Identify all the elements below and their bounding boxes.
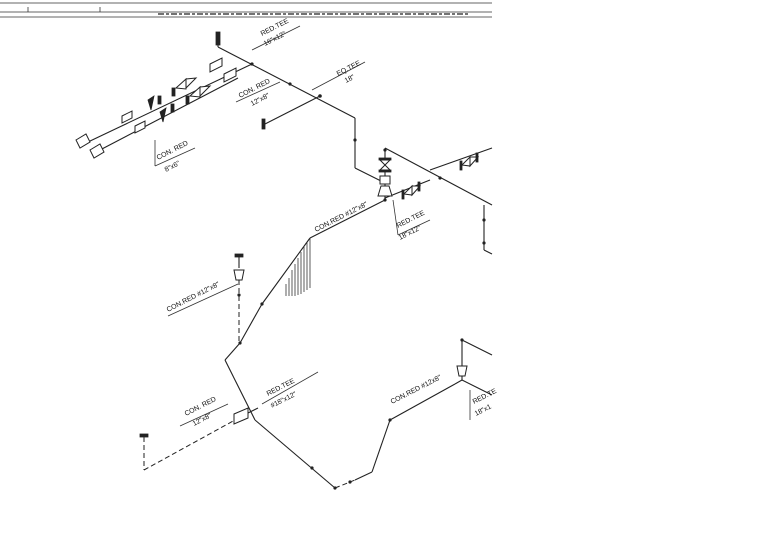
end-cap [261, 118, 266, 130]
hatched-support [285, 238, 311, 296]
vertical-drop: CON.RED #12"x8" [166, 253, 245, 343]
label-text: 18" [344, 74, 357, 85]
concentric-reducer [233, 407, 249, 425]
flange [185, 95, 190, 105]
flange [475, 152, 479, 163]
flange [459, 160, 463, 171]
concentric-reducer [209, 57, 223, 73]
flange [401, 189, 405, 200]
bottom-run [139, 338, 493, 490]
gate-valve [402, 184, 422, 197]
header-line-right [377, 147, 493, 255]
label-text: RED.TEE [396, 210, 427, 230]
flange [170, 103, 175, 113]
pipe-end [89, 143, 105, 159]
concentric-reducer [134, 120, 146, 134]
label-text: CON. RED [184, 396, 218, 418]
flange [378, 169, 392, 173]
label-red-tee-right: RED.TEE 18"x12" [392, 199, 431, 242]
label-text: 8"x6" [164, 160, 182, 174]
label-red-tee-top: RED.TEE 16"x12" [251, 18, 301, 51]
pipe-end [75, 133, 91, 149]
gate-valve [174, 77, 198, 90]
label-text: 18"x1 [474, 403, 493, 417]
label-red-tee-edge: RED.TE 18"x1 [469, 388, 498, 420]
label-text: RED.TE [472, 388, 498, 406]
check-valve [159, 107, 167, 123]
label-con-red-mid: CON. RED 12"x8" [235, 78, 281, 108]
check-valve [379, 175, 391, 185]
flange [157, 95, 162, 105]
main-diagonal-run [224, 198, 387, 421]
label-text: CON.RED #12"x8" [314, 201, 370, 234]
gate-valve [460, 155, 480, 168]
end-cap [234, 253, 244, 258]
valve-branches [75, 57, 253, 159]
gate-valve [188, 85, 212, 98]
label-text: CON.RED #12x8" [390, 374, 443, 406]
title-strip [0, 2, 492, 18]
gate-valve [378, 159, 392, 171]
label-text: CON.RED #12"x8" [166, 281, 222, 314]
flange [417, 181, 421, 192]
label-con-red-bottom-left: CON. RED 12"x8" [179, 396, 229, 428]
label-con-red-left: CON. RED 8"x6" [154, 140, 196, 174]
label-eq-tee: EQ.TEE 18" [311, 60, 366, 91]
flange [171, 87, 176, 97]
concentric-reducer [377, 185, 393, 197]
label-text: 12"x8" [192, 412, 214, 428]
check-valve [147, 95, 155, 111]
end-cap [139, 433, 149, 438]
label-red-tee-bottom: RED.TEE #18"x12" [261, 371, 319, 410]
flange [378, 157, 392, 161]
concentric-reducer [121, 110, 133, 124]
concentric-reducer [456, 365, 468, 377]
concentric-reducer [223, 67, 237, 83]
concentric-reducer [233, 269, 245, 281]
label-con-red-bottom-right: CON.RED #12x8" [390, 374, 443, 406]
label-con-red-diag: CON.RED #12"x8" [314, 201, 370, 234]
header-line-top [215, 31, 386, 184]
end-cap [215, 31, 221, 46]
